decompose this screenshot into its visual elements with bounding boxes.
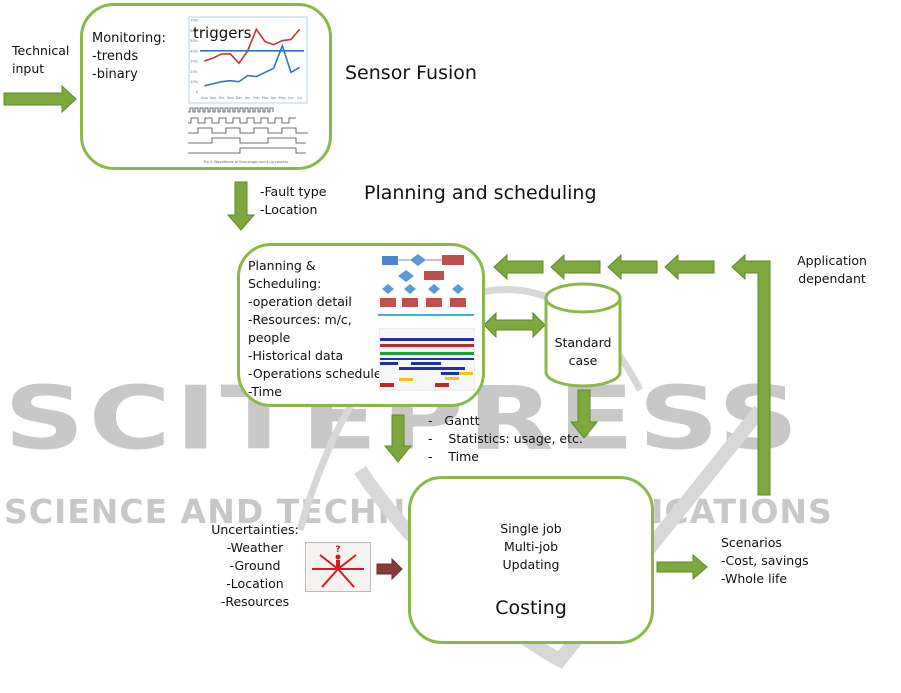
arrow-costing-to-scenarios xyxy=(656,553,708,581)
q0-waveform xyxy=(188,117,296,124)
y-tick-label: 50% xyxy=(190,39,198,43)
feedback-arrows xyxy=(493,253,771,496)
standard-case-label: Standard case xyxy=(554,335,612,368)
feedback-arrow xyxy=(550,253,601,281)
flowchart-thumbnail xyxy=(378,254,474,316)
uncertainty-icon: ? xyxy=(305,542,371,592)
x-tick-label: Mar xyxy=(262,96,269,100)
arrow-standard-case-down xyxy=(569,389,599,439)
feedback-arrow xyxy=(664,253,715,281)
scenarios-text: Scenarios -Cost, savings -Whole life xyxy=(721,535,809,586)
feedback-arrow xyxy=(493,253,544,281)
costing-box: Single job Multi-job Updating Costing xyxy=(408,476,654,644)
y-tick-label: 30% xyxy=(190,60,198,64)
x-tick-label: May xyxy=(279,96,286,100)
y-tick-label: 70% xyxy=(190,19,198,23)
clock-waveform xyxy=(188,107,274,113)
q3-waveform xyxy=(188,147,306,154)
costing-modes: Single job Multi-job Updating xyxy=(500,521,562,572)
x-tick-label: Aug xyxy=(201,96,208,100)
gantt-thumbnail xyxy=(379,328,475,391)
x-tick-label: Jan xyxy=(244,96,250,100)
y-tick-label: 60% xyxy=(190,29,198,33)
application-dependant-label: Application dependant xyxy=(797,253,867,286)
waveform-figure: Fig 4. Waveforms of four-stage count-up … xyxy=(188,107,308,164)
x-tick-label: Jul xyxy=(297,96,302,100)
planning-section-title: Planning and scheduling xyxy=(364,182,597,204)
q2-waveform xyxy=(188,137,306,144)
y-tick-label: 20% xyxy=(190,70,198,74)
x-tick-label: Jun xyxy=(287,96,293,100)
monitoring-label: Monitoring: -trends -binary xyxy=(92,31,166,82)
question-mark-icon: ? xyxy=(335,545,340,555)
arrow-planning-to-costing xyxy=(383,414,413,463)
outputs-list-item: - Time xyxy=(428,449,479,464)
outputs-list-item: - Statistics: usage, etc. xyxy=(428,431,583,446)
x-tick-label: Nov xyxy=(227,96,234,100)
planning-box: Planning & Scheduling: -operation detail… xyxy=(237,243,485,407)
arrow-uncertainty-to-costing xyxy=(376,557,403,581)
y-tick-label: 40% xyxy=(190,49,198,53)
triggers-annotation: triggers xyxy=(193,24,252,42)
standard-case-cylinder xyxy=(544,282,622,388)
sensor-fusion-title: Sensor Fusion xyxy=(345,62,477,84)
costing-title: Costing xyxy=(495,597,567,619)
q1-waveform xyxy=(188,127,308,134)
x-tick-label: Oct xyxy=(219,96,226,100)
y-tick-label: 0 xyxy=(196,91,198,95)
outputs-list: - Gantt - Statistics: usage, etc. - Time xyxy=(428,412,583,466)
x-tick-label: Apr xyxy=(271,96,278,100)
outputs-list-item: - Gantt xyxy=(428,413,480,428)
waveform-caption: Fig 4. Waveforms of four-stage count-up … xyxy=(204,160,289,164)
x-tick-label: Feb xyxy=(253,96,260,100)
x-tick-label: Dec xyxy=(236,96,243,100)
uncertainties-text: Uncertainties: -Weather -Ground -Locatio… xyxy=(211,522,299,609)
feedback-arrow xyxy=(607,253,658,281)
x-tick-label: Sep xyxy=(210,96,217,100)
technical-input-label: Technical input xyxy=(12,43,70,76)
series-line-red xyxy=(204,27,301,65)
planning-box-text: Planning & Scheduling: -operation detail… xyxy=(248,258,382,399)
arrow-technical-input xyxy=(3,84,77,114)
arrow-monitor-to-planning xyxy=(226,181,256,231)
feedback-loop-arrow xyxy=(731,253,771,496)
fault-info-text: -Fault type -Location xyxy=(260,184,327,217)
arrow-planning-standard-case xyxy=(483,311,546,339)
monitoring-box: Monitoring: -trends -binary 0 10% 20% 30% 40… xyxy=(80,3,332,170)
y-tick-label: 10% xyxy=(190,80,198,84)
